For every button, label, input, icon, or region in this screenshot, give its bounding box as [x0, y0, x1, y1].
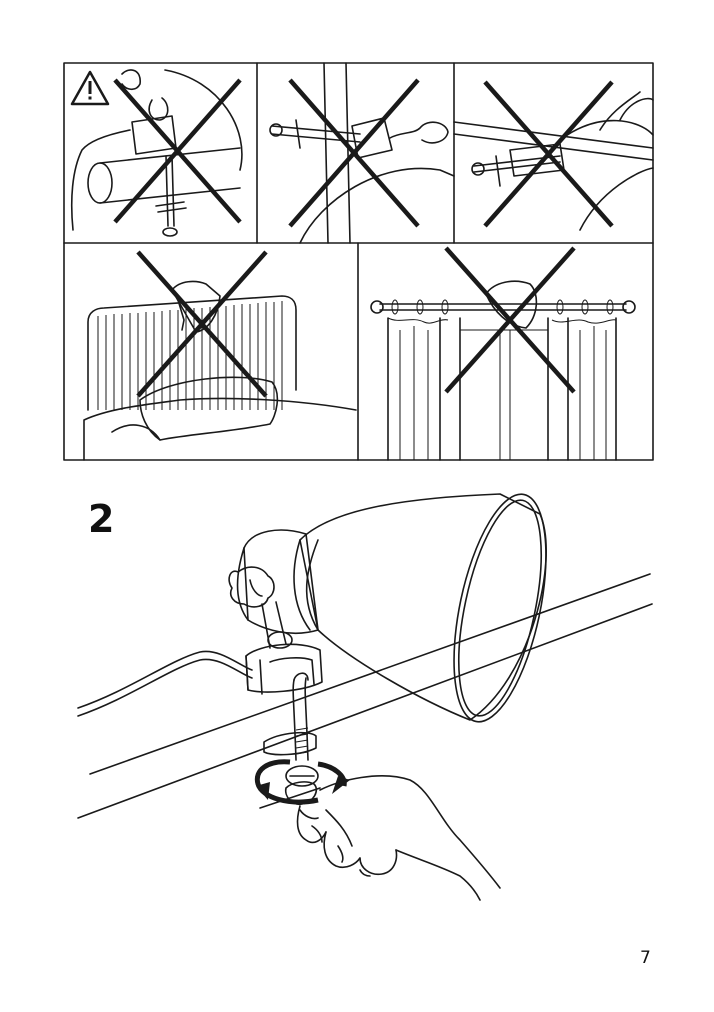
- lamp-head: [236, 529, 319, 634]
- panel-clamp-on-curtain-rod: [370, 246, 636, 461]
- power-cable: [77, 650, 253, 709]
- clamp-body: [245, 643, 323, 695]
- adjustment-knob: [228, 566, 275, 608]
- panel-clamp-on-bed-headboard: [83, 250, 357, 461]
- page-number: 7: [640, 948, 651, 968]
- cross-out-icon: [483, 80, 614, 228]
- step-2-illustration: [77, 493, 653, 901]
- prohibited-grid: [63, 62, 654, 461]
- panel-clamp-on-wall-edge: [269, 62, 455, 244]
- panel-clamp-under-shelf: [453, 80, 654, 231]
- cross-out-icon: [113, 78, 242, 224]
- warning-triangle-icon: [70, 70, 110, 106]
- rotate-arrows-icon: [254, 759, 350, 805]
- step-number: 2: [88, 497, 115, 541]
- lamp-shade: [293, 493, 547, 723]
- shelf-front-edge: [77, 603, 653, 819]
- panel-clamp-on-pipe: [70, 69, 243, 237]
- shelf-top-edge: [89, 573, 651, 775]
- cross-out-icon: [136, 250, 268, 398]
- cross-out-icon: [444, 246, 576, 394]
- cross-out-icon: [288, 78, 420, 228]
- hand: [284, 775, 501, 901]
- clamp-screw: [263, 672, 317, 761]
